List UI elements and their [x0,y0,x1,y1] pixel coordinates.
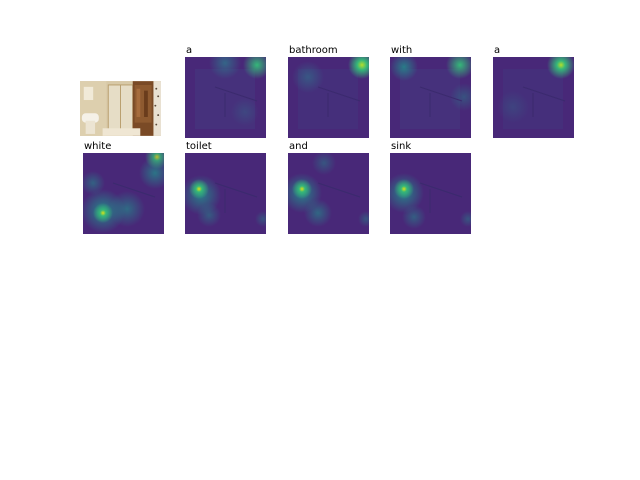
word-label: white [83,139,118,153]
word-label: toilet [185,139,218,153]
word-label: and [288,139,314,153]
attention-panel-8: sink [390,139,471,234]
attention-panel-5: white [83,139,164,234]
attention-heatmap [390,57,471,138]
word-label: a [185,43,199,57]
source-photo [80,68,166,136]
word-label: sink [390,139,418,153]
word-label: with [390,43,419,57]
attention-panel-6: toilet [185,139,266,234]
attention-heatmap [390,153,471,234]
attention-heatmap [83,153,164,234]
attention-heatmap [288,153,369,234]
attention-panel-4: a [493,43,574,138]
attention-panel-1: a [185,43,266,138]
attention-heatmap [493,57,574,138]
attention-heatmap [185,57,266,138]
word-label: a [493,43,507,57]
attention-heatmap [185,153,266,234]
bathroom-photo-image [80,81,161,136]
attention-panel-3: with [390,43,471,138]
attention-panel-7: and [288,139,369,234]
word-label: bathroom [288,43,344,57]
attention-heatmap [288,57,369,138]
attention-panel-2: bathroom [288,43,369,138]
